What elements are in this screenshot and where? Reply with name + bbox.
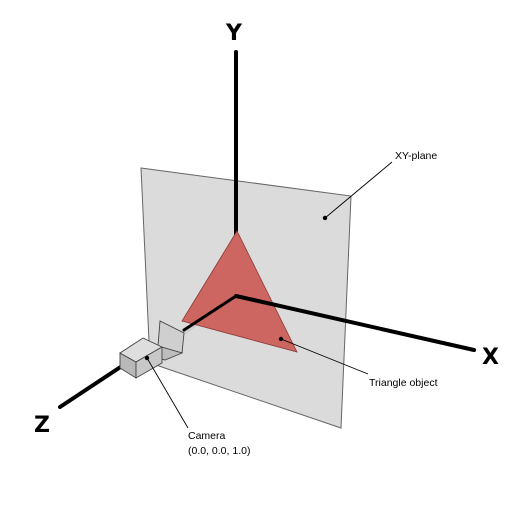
camera-position-label: (0.0, 0.0, 1.0): [188, 445, 250, 457]
camera-callout-line: [146, 357, 189, 429]
x-axis: [234, 294, 476, 352]
plane-callout-line: [324, 161, 393, 219]
x-axis-label: X: [482, 345, 499, 370]
plane-label: XY-plane: [395, 150, 437, 162]
triangle-label: Triangle object: [369, 377, 438, 389]
z-axis-front: [58, 364, 124, 409]
camera-callout-dot: [144, 355, 150, 361]
triangle-object: [181, 230, 298, 353]
z-axis-label: Z: [34, 413, 50, 438]
triangle-callout-dot: [278, 336, 284, 342]
camera-label: Camera: [188, 430, 226, 442]
plane-callout-dot: [322, 215, 328, 221]
camera-icon: [119, 320, 185, 379]
y-axis-label: Y: [225, 21, 243, 46]
triangle-callout-line: [280, 338, 369, 375]
z-axis-inner: [182, 294, 238, 332]
